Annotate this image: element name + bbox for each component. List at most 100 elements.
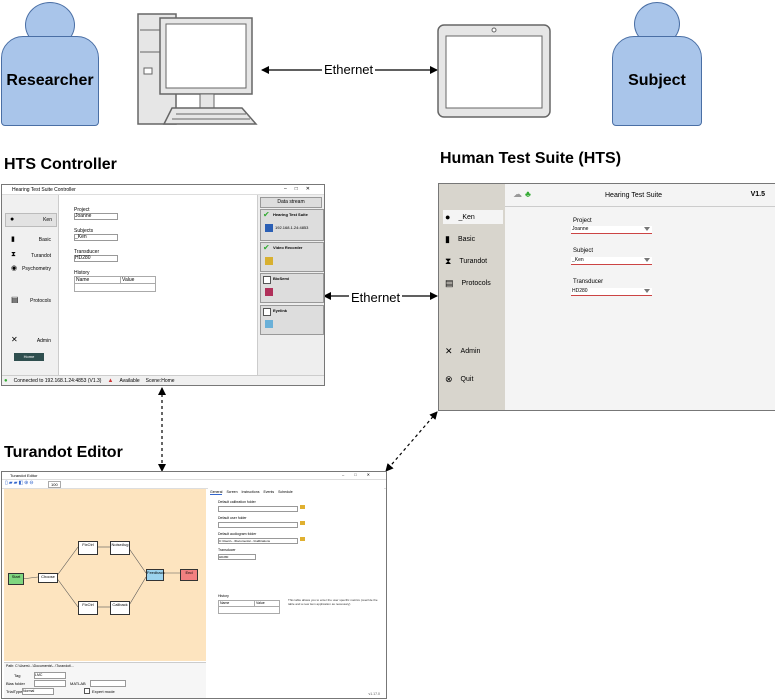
trial-select[interactable]: Normal: [22, 688, 54, 695]
plugin-hts[interactable]: ✔ Hearing Test Suite 192.168.1.24:4853: [260, 209, 324, 241]
tools-icon: ✕: [11, 335, 18, 344]
hts-transducer-select[interactable]: HD280: [571, 288, 652, 296]
hts-subject-select[interactable]: _Ken: [571, 257, 652, 265]
state-diagram: [21, 546, 180, 608]
hts-project-label: Project: [573, 218, 592, 224]
checkbox[interactable]: [263, 308, 271, 316]
node-feedback[interactable]: Feedback: [146, 569, 165, 581]
sidebar-item-label: Basic: [38, 237, 51, 243]
tab-general[interactable]: General: [210, 490, 223, 495]
plugin-biosemi[interactable]: BioSemi: [260, 273, 324, 303]
data-stream-header: Data stream: [260, 197, 322, 208]
editor-path: Path: C:\Users\...\Documents\...\Turando…: [6, 664, 74, 668]
plugin-title: Video Recorder: [273, 245, 303, 250]
plugin-title: Eyelink: [273, 308, 288, 313]
hts-nav-basic[interactable]: ▮ Basic: [445, 234, 475, 245]
transducer-select[interactable]: HD280: [74, 255, 118, 262]
hts-window: ● _Ken ▮ Basic ⧗ Turandot ▤ Protocols ✕ …: [438, 183, 775, 411]
researcher-label: Researcher: [1, 36, 99, 126]
transducer-label: Transducer: [74, 249, 100, 255]
plugin-title: Hearing Test Suite: [273, 212, 308, 217]
expert-checkbox[interactable]: [84, 688, 90, 694]
subject-select[interactable]: _Ken: [74, 234, 118, 241]
folder-icon[interactable]: [300, 537, 305, 541]
home-button[interactable]: Home: [14, 353, 44, 361]
biosemi-icon: [265, 288, 273, 296]
plugin-title: BioSemi: [273, 276, 290, 281]
plugin-ip: 192.168.1.24:4853: [275, 225, 309, 230]
node-fixctrl-1[interactable]: FixCtrl: [78, 541, 98, 555]
tab-instructions[interactable]: Instructions: [241, 490, 260, 494]
hts-nav-admin[interactable]: ✕ Admin: [445, 346, 480, 357]
node-fixctrl-2[interactable]: FixCtrl: [78, 601, 98, 615]
hts-form: Project Joanne Subject _Ken Transducer H…: [505, 206, 775, 410]
subject-label: Subject: [612, 36, 702, 126]
project-select[interactable]: Joanne: [74, 213, 118, 220]
hts-nav-turandot[interactable]: ⧗ Turandot: [445, 256, 487, 267]
hourglass-icon: ⧗: [445, 256, 452, 266]
hts-sidebar: ● _Ken ▮ Basic ⧗ Turandot ▤ Protocols ✕ …: [439, 184, 505, 410]
node-callback[interactable]: Callback: [110, 601, 130, 615]
plugin-panel: Data stream ✔ Hearing Test Suite 192.168…: [257, 195, 324, 375]
sidebar-item-turandot[interactable]: ⧗ Turandot: [5, 251, 55, 261]
sidebar-item-basic[interactable]: ▮ Basic: [5, 235, 55, 245]
hts-nav-label: Protocols: [461, 280, 491, 287]
out-folder-input[interactable]: C:\Users\...\Documents\...\Calibrations: [218, 538, 298, 544]
status-connection: Connected to 192.168.1.24:4853 (V1.3): [13, 377, 102, 384]
user-folder-input[interactable]: [218, 522, 298, 528]
hts-subject-label: Subject: [573, 248, 594, 254]
hts-nav-label: Admin: [460, 348, 481, 355]
node-choose[interactable]: Choose: [38, 573, 58, 583]
editor-canvas[interactable]: Start Choose FixCtrl FixCtrl NoiseAvg Ca…: [4, 489, 206, 661]
sidebar-item-ken[interactable]: ● Ken: [5, 213, 57, 227]
hts-nav-label: Quit: [460, 376, 474, 383]
zoom-level[interactable]: 100: [48, 481, 61, 488]
plugin-eyelink[interactable]: Eyelink: [260, 305, 324, 335]
status-scene: Scene:Home: [145, 377, 175, 384]
bar-chart-icon: ▮: [445, 234, 450, 244]
quit-icon: ⊗: [445, 374, 453, 384]
warning-icon: ▲: [107, 377, 114, 384]
hts-nav-protocols[interactable]: ▤ Protocols: [445, 278, 491, 289]
camera-icon: [265, 257, 273, 265]
folder-icon[interactable]: [300, 505, 305, 509]
chevron-down-icon: [644, 227, 650, 231]
cal-folder-input[interactable]: [218, 506, 298, 512]
toolbar-icons[interactable]: ▯▰▰◧⊕⊖: [5, 480, 35, 486]
sidebar-item-label: Protocols: [30, 298, 51, 304]
eye-icon: ◉: [11, 265, 18, 272]
tab-schedule[interactable]: Schedule: [278, 490, 293, 494]
checkbox[interactable]: [263, 276, 271, 284]
sidebar-item-admin[interactable]: ✕ Admin: [5, 335, 55, 347]
folder-icon[interactable]: [300, 521, 305, 525]
hts-nav-quit[interactable]: ⊗ Quit: [445, 374, 473, 385]
bias-input[interactable]: [34, 680, 66, 687]
tab-events[interactable]: Events: [263, 490, 275, 494]
sidebar-item-psychometry[interactable]: ◉ Psychometry: [5, 264, 55, 274]
editor-transducer-label: Transducer: [218, 548, 236, 552]
cal-folder-label: Default calibration folder: [218, 500, 256, 504]
hts-nav-user[interactable]: ● _Ken: [443, 210, 503, 224]
node-end[interactable]: End: [180, 569, 198, 581]
tag-input[interactable]: LMC: [34, 672, 66, 679]
plugin-video[interactable]: ✔ Video Recorder: [260, 242, 324, 272]
out-folder-label: Default audiogram folder: [218, 532, 257, 536]
editor-transducer-select[interactable]: HD280: [218, 554, 256, 560]
window-controls: –□✕: [284, 186, 318, 192]
ethernet-top-label: Ethernet: [322, 62, 376, 77]
chevron-down-icon: [644, 258, 650, 262]
node-start[interactable]: Start: [8, 573, 24, 585]
cloud-icon: ☁: [513, 189, 522, 199]
hts-nav-label: _Ken: [458, 213, 475, 221]
node-noiseavg[interactable]: NoiseAvg: [110, 541, 130, 555]
hts-transducer-value: HD280: [572, 288, 588, 294]
matlab-input[interactable]: [90, 680, 126, 687]
status-available: Available: [119, 377, 140, 384]
history-col-value: Value: [121, 277, 155, 284]
tools-icon: ✕: [445, 346, 453, 356]
hts-project-select[interactable]: Joanne: [571, 226, 652, 234]
matlab-label: MATLAB: [70, 681, 86, 686]
tab-screen[interactable]: Screen: [226, 490, 238, 494]
sidebar-item-protocols[interactable]: ▤ Protocols: [5, 295, 55, 307]
editor-history-table: Name Value: [218, 600, 280, 614]
